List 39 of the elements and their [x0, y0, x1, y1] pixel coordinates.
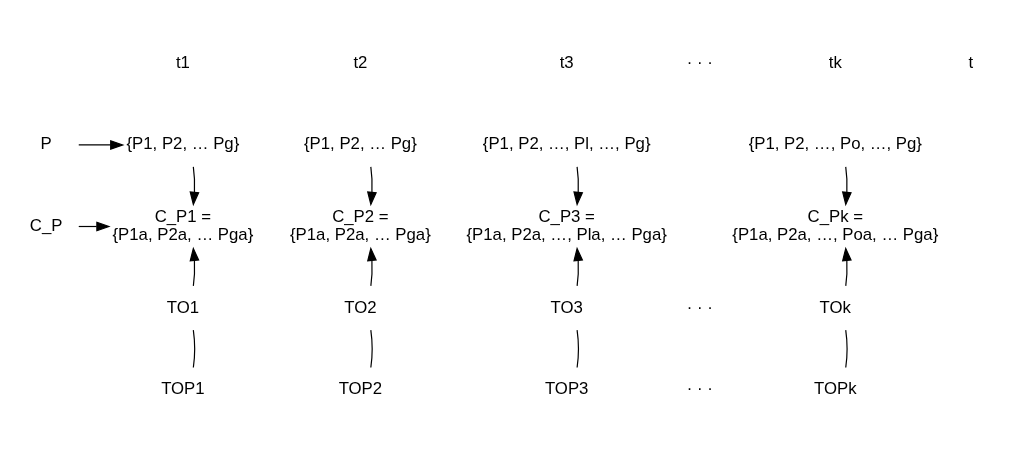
connector: [369, 329, 373, 369]
node-text: TOPk: [813, 379, 857, 399]
node-text: P: [40, 134, 52, 154]
label: t: [967, 52, 973, 72]
connector: [576, 329, 579, 369]
node-text: C_P1 = {P1a, P2a, … Pga}: [112, 206, 253, 244]
node-text: C_P: [29, 215, 62, 235]
label: · · ·: [686, 52, 713, 72]
connector: [192, 329, 195, 369]
node-text: C_P2 = {P1a, P2a, … Pga}: [289, 206, 431, 244]
node-text: {P1, P2, …, Po, …, Pg}: [748, 134, 922, 154]
label: · · ·: [686, 379, 713, 399]
arrow: [841, 246, 852, 287]
node-text: TOk: [819, 297, 851, 317]
node-text: {P1, P2, … Pg}: [126, 134, 239, 154]
arrow: [188, 166, 199, 207]
arrow: [572, 246, 583, 287]
node-text: TOP2: [338, 379, 382, 399]
connector: [844, 329, 848, 369]
node-text: TOP3: [544, 379, 588, 399]
label: · · ·: [686, 297, 713, 317]
arrow: [188, 246, 199, 287]
node-text: TOP1: [160, 379, 205, 399]
label: t3: [559, 52, 574, 72]
node-text: C_Pk = {P1a, P2a, …, Poa, … Pga}: [731, 206, 938, 244]
label: t2: [352, 52, 367, 72]
arrow: [572, 166, 583, 207]
arrow: [366, 166, 377, 207]
node-text: C_P3 = {P1a, P2a, …, Pla, … Pga}: [465, 206, 667, 244]
label: t1: [175, 52, 190, 72]
arrow: [366, 246, 377, 287]
arrow: [841, 166, 852, 207]
label: tk: [828, 52, 842, 72]
node-text: {P1, P2, …, Pl, …, Pg}: [482, 134, 651, 154]
node-text: TO2: [343, 297, 377, 317]
node-text: {P1, P2, … Pg}: [303, 134, 417, 154]
node-text: TO1: [166, 297, 199, 317]
arrow: [77, 139, 124, 150]
node-text: TO3: [550, 297, 583, 317]
